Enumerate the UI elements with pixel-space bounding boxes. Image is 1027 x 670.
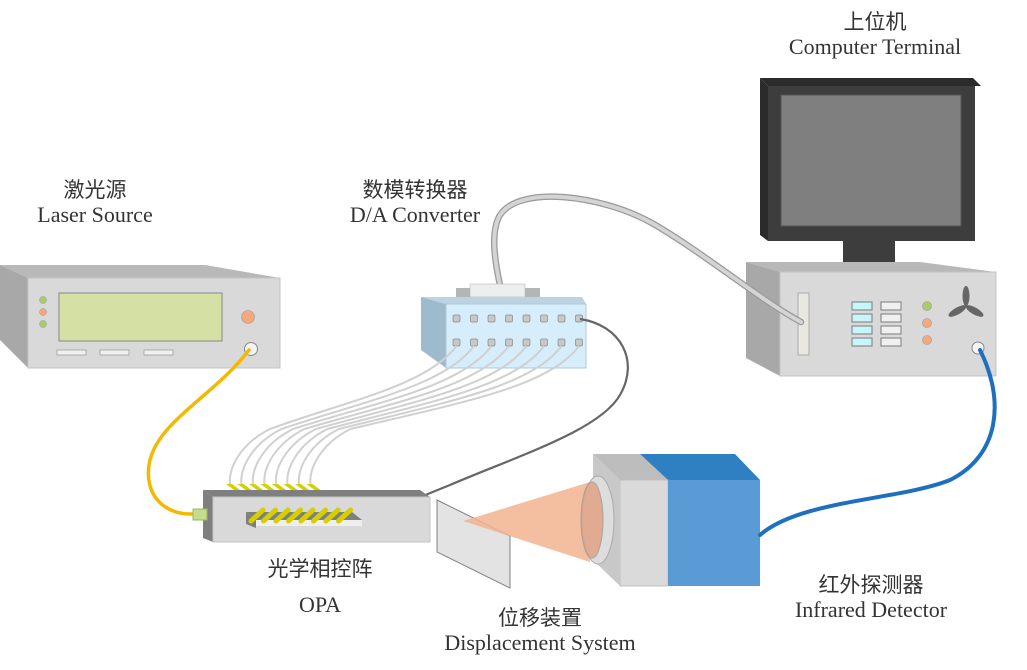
da-pin-bottom <box>505 338 513 347</box>
opa-electrode <box>311 507 328 524</box>
electrode-wire <box>309 345 580 485</box>
laser-display <box>58 292 223 342</box>
da-pin-bottom <box>522 338 531 347</box>
da-pin-bottom <box>540 338 548 347</box>
da-converter <box>421 283 587 369</box>
da-pin-top <box>452 314 461 323</box>
laser-led-orange <box>39 308 47 316</box>
opa-top-pad <box>283 484 298 490</box>
laser-button-1 <box>56 349 87 356</box>
opa-top-pad <box>295 484 309 490</box>
opa-electrode <box>286 507 303 524</box>
status-led-orange <box>922 318 932 328</box>
computer-terminal <box>746 78 997 377</box>
laser-knob <box>241 310 255 324</box>
laser-led-green-2 <box>39 320 47 328</box>
da-converter-label: 数模转换器 D/A Converter <box>330 178 500 227</box>
da-pin-bottom <box>557 338 566 347</box>
opa-electrode <box>248 507 266 524</box>
laser-source <box>0 265 281 369</box>
displacement-system-label-en: Displacement System <box>444 630 636 656</box>
electrode-wire <box>274 345 528 485</box>
status-led-orange-2 <box>922 335 932 345</box>
computer-terminal-label: 上位机 Computer Terminal <box>770 10 980 59</box>
da-pin-top <box>557 314 566 323</box>
infrared-detector <box>580 454 760 587</box>
da-pin-bottom <box>470 338 478 347</box>
detector-cable <box>758 348 997 537</box>
opa-label-en: OPA <box>299 591 341 617</box>
front-panel-buttons <box>851 301 902 347</box>
computer-case <box>746 262 997 377</box>
da-pin-top <box>470 314 478 323</box>
infrared-detector-label-zh: 红外探测器 <box>818 573 924 597</box>
electrode-wires <box>228 345 580 485</box>
laser-led-green <box>39 296 47 304</box>
displacement-system-label-zh: 位移装置 <box>498 606 582 630</box>
infrared-detector-label: 红外探测器 Infrared Detector <box>776 573 966 622</box>
electrode-wire <box>251 345 493 485</box>
electrode-wire <box>240 345 475 485</box>
optical-fiber <box>146 348 251 516</box>
opa-top-pad <box>306 484 321 490</box>
opa-label-zh: 光学相控阵 <box>267 557 373 581</box>
laser-button-2 <box>99 349 130 356</box>
computer-terminal-label-en: Computer Terminal <box>788 34 962 60</box>
da-pin-bottom <box>487 338 496 347</box>
detector-lens <box>580 475 615 565</box>
opa-top-pad <box>226 484 240 490</box>
da-pin-top <box>522 314 531 323</box>
status-led-green <box>922 301 932 311</box>
monitor <box>760 78 981 271</box>
laser-source-label-zh: 激光源 <box>63 178 127 202</box>
opa-label: 光学相控阵 OPA <box>250 553 390 622</box>
electrode-wire <box>228 345 458 485</box>
fiber-coupler <box>192 508 208 521</box>
da-pin-top <box>505 314 513 323</box>
opa-top-pad <box>237 484 252 490</box>
opa-electrode <box>336 507 353 524</box>
fan-icon <box>948 286 984 317</box>
opa-electrodes <box>248 507 353 524</box>
opa-top-pads <box>226 484 321 490</box>
da-converter-label-en: D/A Converter <box>349 202 481 228</box>
beam <box>463 482 590 562</box>
da-pin-top <box>540 314 548 323</box>
computer-terminal-label-zh: 上位机 <box>843 10 907 34</box>
infrared-detector-label-en: Infrared Detector <box>794 597 948 623</box>
opa-top-pad <box>260 484 275 490</box>
displacement-system-label: 位移装置 Displacement System <box>425 606 655 655</box>
opa-top-pad <box>249 484 263 490</box>
opa-electrode <box>273 507 291 524</box>
da-pin-top <box>487 314 496 323</box>
electrode-wire <box>286 345 545 485</box>
opa-top-pad <box>272 484 286 490</box>
opa-electrode <box>323 507 341 524</box>
da-pin-bottom <box>452 338 461 347</box>
da-pin-bottom <box>575 338 583 347</box>
laser-source-label: 激光源 Laser Source <box>20 178 170 227</box>
opa-chip <box>192 484 431 543</box>
electrode-wire <box>263 345 510 485</box>
laser-source-label-en: Laser Source <box>37 202 153 228</box>
laser-button-3 <box>143 349 174 356</box>
monitor-screen <box>780 94 962 227</box>
opa-electrode <box>298 507 316 524</box>
electrode-wire <box>297 345 563 485</box>
da-converter-label-zh: 数模转换器 <box>362 178 468 202</box>
opa-electrode <box>261 507 278 524</box>
